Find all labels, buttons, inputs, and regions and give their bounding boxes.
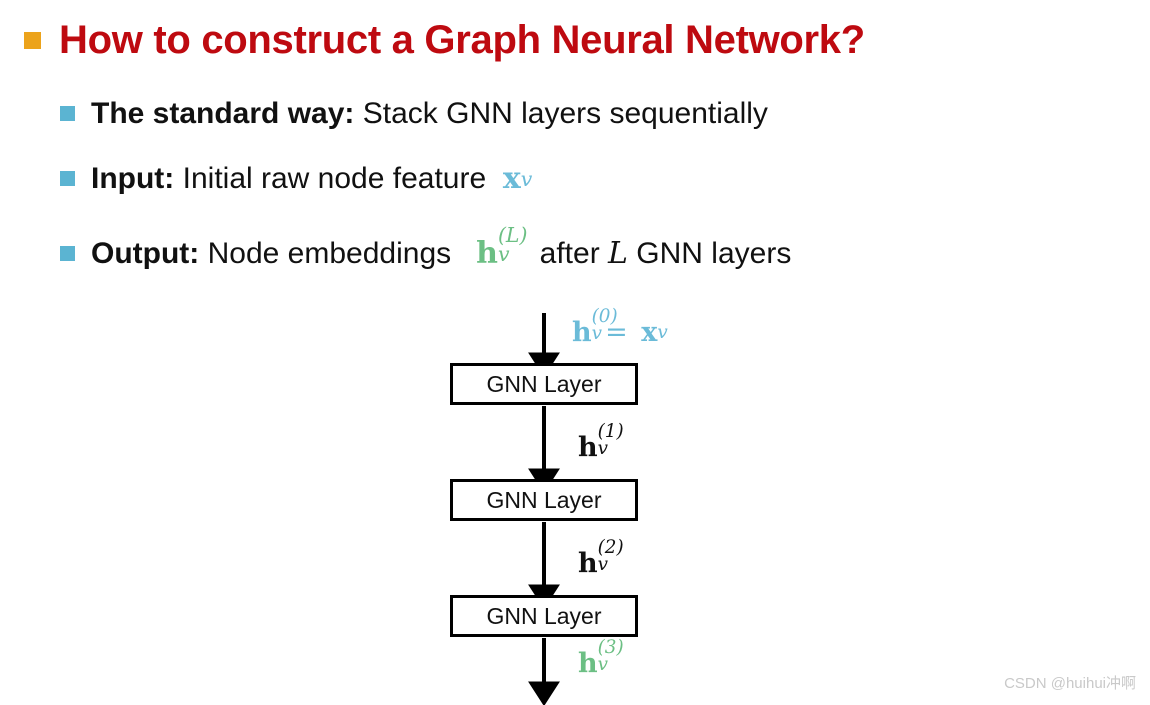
bullet-tail-post: GNN layers	[636, 237, 792, 270]
bullet-rest-output: Node embeddings	[207, 237, 452, 270]
symbol-h-v-3: h(3)v	[578, 637, 624, 679]
bullet-rest-input: Initial raw node feature	[182, 162, 487, 195]
gnn-layer-box-label: GNN Layer	[486, 370, 602, 397]
symbol-x-base: x	[502, 161, 521, 196]
symbol-h-base: h	[578, 548, 598, 579]
symbol-h-subscript: v	[597, 653, 609, 675]
spacer	[486, 162, 503, 195]
slide-title-row: How to construct a Graph Neural Network?	[24, 18, 865, 63]
gnn-layer-box-2: GNN Layer	[450, 479, 638, 521]
symbol-h-base: h	[572, 317, 592, 348]
bullet-item-standard-way: The standard way: Stack GNN layers seque…	[60, 98, 768, 130]
spacer	[174, 162, 182, 195]
bullet-tail-var-L: L	[608, 236, 628, 271]
symbol-h-subscript: v	[591, 322, 603, 344]
bullet-text-output: Output: Node embeddings h(L)v after L GN…	[91, 224, 792, 271]
bullet-square-icon	[60, 246, 75, 262]
title-bullet-square-icon	[24, 32, 41, 49]
page-title: How to construct a Graph Neural Network?	[59, 18, 865, 62]
bullet-label-standard-way: The standard way:	[91, 97, 355, 130]
symbol-h-base: h	[578, 648, 598, 679]
equals-sign: =	[605, 317, 628, 348]
edge-label-h2: h(2)v	[578, 537, 624, 579]
watermark-text: CSDN @huihui冲啊	[1004, 675, 1136, 692]
symbol-h-superscript: (0)	[591, 305, 618, 327]
bullet-text-standard-way: The standard way: Stack GNN layers seque…	[91, 98, 768, 130]
symbol-h-v-1: h(1)v	[578, 421, 624, 463]
bullet-body-standard-way	[354, 97, 362, 130]
symbol-h-superscript: (L)	[497, 223, 528, 248]
symbol-x-subscript: v	[657, 322, 668, 344]
symbol-h-v-0: h(0)v	[572, 306, 618, 348]
bullet-rest-standard-way: Stack GNN layers sequentially	[362, 97, 768, 130]
edge-label-h1: h(1)v	[578, 421, 624, 463]
bullet-square-icon	[60, 171, 75, 187]
gnn-layer-box-label: GNN Layer	[486, 602, 602, 629]
symbol-x-subscript: v	[520, 166, 533, 191]
bullet-label-output: Output:	[91, 237, 200, 270]
gnn-layer-box-3: GNN Layer	[450, 595, 638, 637]
gnn-layer-box-label: GNN Layer	[486, 486, 602, 513]
edge-label-h3: h(3)v	[578, 637, 624, 679]
spacer	[600, 237, 608, 270]
symbol-h-v-2: h(2)v	[578, 537, 624, 579]
spacer	[199, 237, 207, 270]
symbol-h-superscript: (2)	[597, 536, 624, 558]
symbol-h-subscript: v	[597, 553, 609, 575]
spacer	[451, 237, 476, 270]
symbol-x-base: x	[641, 317, 658, 348]
bullet-tail-pre: after	[539, 237, 600, 270]
symbol-h-base: h	[476, 236, 498, 271]
symbol-h-superscript: (1)	[597, 420, 624, 442]
symbol-h-subscript: v	[597, 437, 609, 459]
gnn-layer-box-1: GNN Layer	[450, 363, 638, 405]
symbol-h-subscript: v	[497, 242, 510, 267]
bullet-label-input: Input:	[91, 162, 175, 195]
symbol-h-superscript: (3)	[597, 636, 624, 658]
symbol-h-base: h	[578, 432, 598, 463]
bullet-item-output: Output: Node embeddings h(L)v after L GN…	[60, 224, 792, 271]
bullet-square-icon	[60, 106, 75, 122]
symbol-h-v-L: h(L)v	[476, 224, 527, 271]
